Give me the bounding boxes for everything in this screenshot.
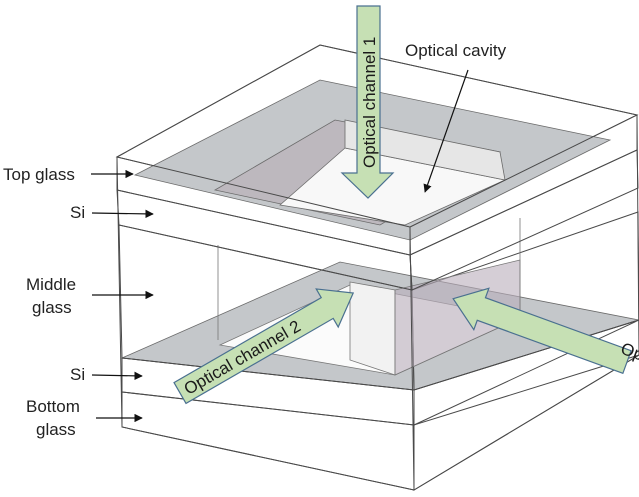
label-si-top: Si: [70, 203, 154, 222]
middle-glass-label-line1: Middle: [26, 275, 76, 294]
bottom-glass-label-line1: Bottom: [26, 397, 80, 416]
si-top-label: Si: [70, 203, 85, 222]
optical-channel-1-arrow: Optical channel 1: [340, 5, 395, 199]
channel-1-label: Optical channel 1: [360, 37, 379, 168]
bottom-glass-label-line2: glass: [36, 420, 76, 439]
top-glass-label: Top glass: [3, 165, 75, 184]
label-optical-cavity: Optical cavity: [405, 41, 507, 193]
si-bottom-label: Si: [70, 365, 85, 384]
label-top-glass: Top glass: [3, 165, 134, 184]
optical-cavity-label: Optical cavity: [405, 41, 507, 60]
middle-glass-label-line2: glass: [32, 298, 72, 317]
label-middle-glass: Middle glass: [26, 275, 154, 317]
label-bottom-glass: Bottom glass: [26, 397, 143, 439]
label-si-bottom: Si: [70, 365, 143, 384]
